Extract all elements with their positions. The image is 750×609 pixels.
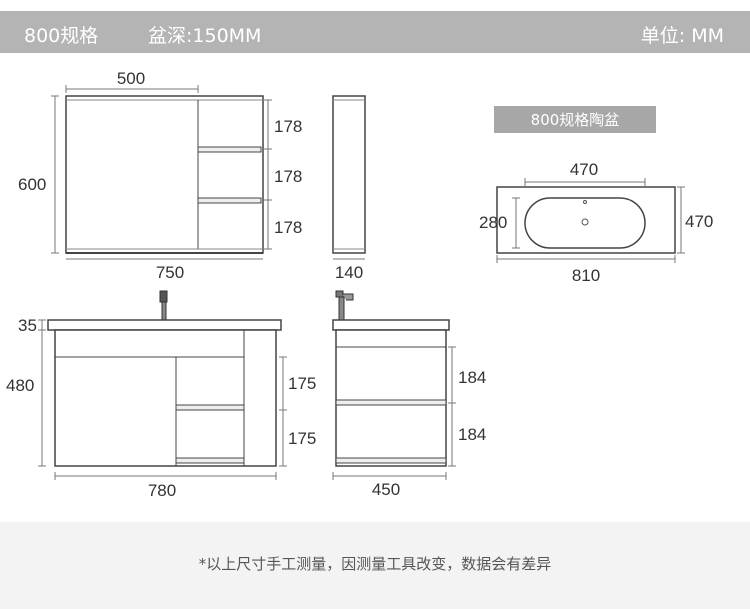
mirror-shelf-1-text: 178: [274, 117, 302, 136]
mirror-height-dimension: [51, 95, 59, 254]
mirror-cabinet-front: [65, 95, 264, 254]
basin-depth-label: 盆深:150MM: [148, 25, 262, 47]
mirror-total-width-text: 750: [156, 263, 184, 282]
basin-outer-depth-text: 470: [685, 212, 713, 231]
mirror-width-text: 500: [117, 69, 145, 88]
mirror-height-text: 600: [18, 175, 46, 194]
vanity-shelf-1-text: 175: [288, 374, 316, 393]
basin-top-view: [496, 186, 676, 254]
unit-label: 单位: MM: [640, 25, 724, 47]
mirror-shelf-dimensions: [264, 99, 272, 250]
footer-note: *以上尺寸手工测量，因测量工具改变，数据会有差异: [198, 555, 552, 573]
spec-label: 800规格: [24, 25, 99, 47]
vanity-dimensions: [38, 319, 287, 480]
basin-title-box: [494, 106, 656, 133]
vanity-side-shelf-1-text: 184: [458, 368, 486, 387]
mirror-width-dimension: [65, 85, 199, 93]
vanity-body-height-text: 480: [6, 376, 34, 395]
basin-inner-height-text: 280: [479, 213, 507, 232]
mirror-cabinet-side: [332, 95, 366, 254]
basin-inner-width-text: 470: [570, 160, 598, 179]
basin-dimensions: [496, 178, 685, 263]
basin-outer-width-text: 810: [572, 266, 600, 285]
basin-title: 800规格陶盆: [531, 111, 620, 129]
vanity-side-shelf-2-text: 184: [458, 425, 486, 444]
mirror-shelf-2-text: 178: [274, 167, 302, 186]
vanity-top-thickness-text: 35: [18, 316, 37, 335]
footer-note-bar: *以上尺寸手工测量，因测量工具改变，数据会有差异: [0, 522, 750, 609]
vanity-shelf-2-text: 175: [288, 429, 316, 448]
mirror-side-depth-text: 140: [335, 263, 363, 282]
vanity-side-dimensions: [332, 346, 456, 480]
vanity-side-depth-text: 450: [372, 480, 400, 499]
vanity-side: [332, 290, 450, 467]
header-bar: 800规格 盆深:150MM 单位: MM: [0, 11, 750, 53]
mirror-shelf-3-text: 178: [274, 218, 302, 237]
vanity-width-text: 780: [148, 481, 176, 500]
vanity-front: [47, 290, 282, 467]
